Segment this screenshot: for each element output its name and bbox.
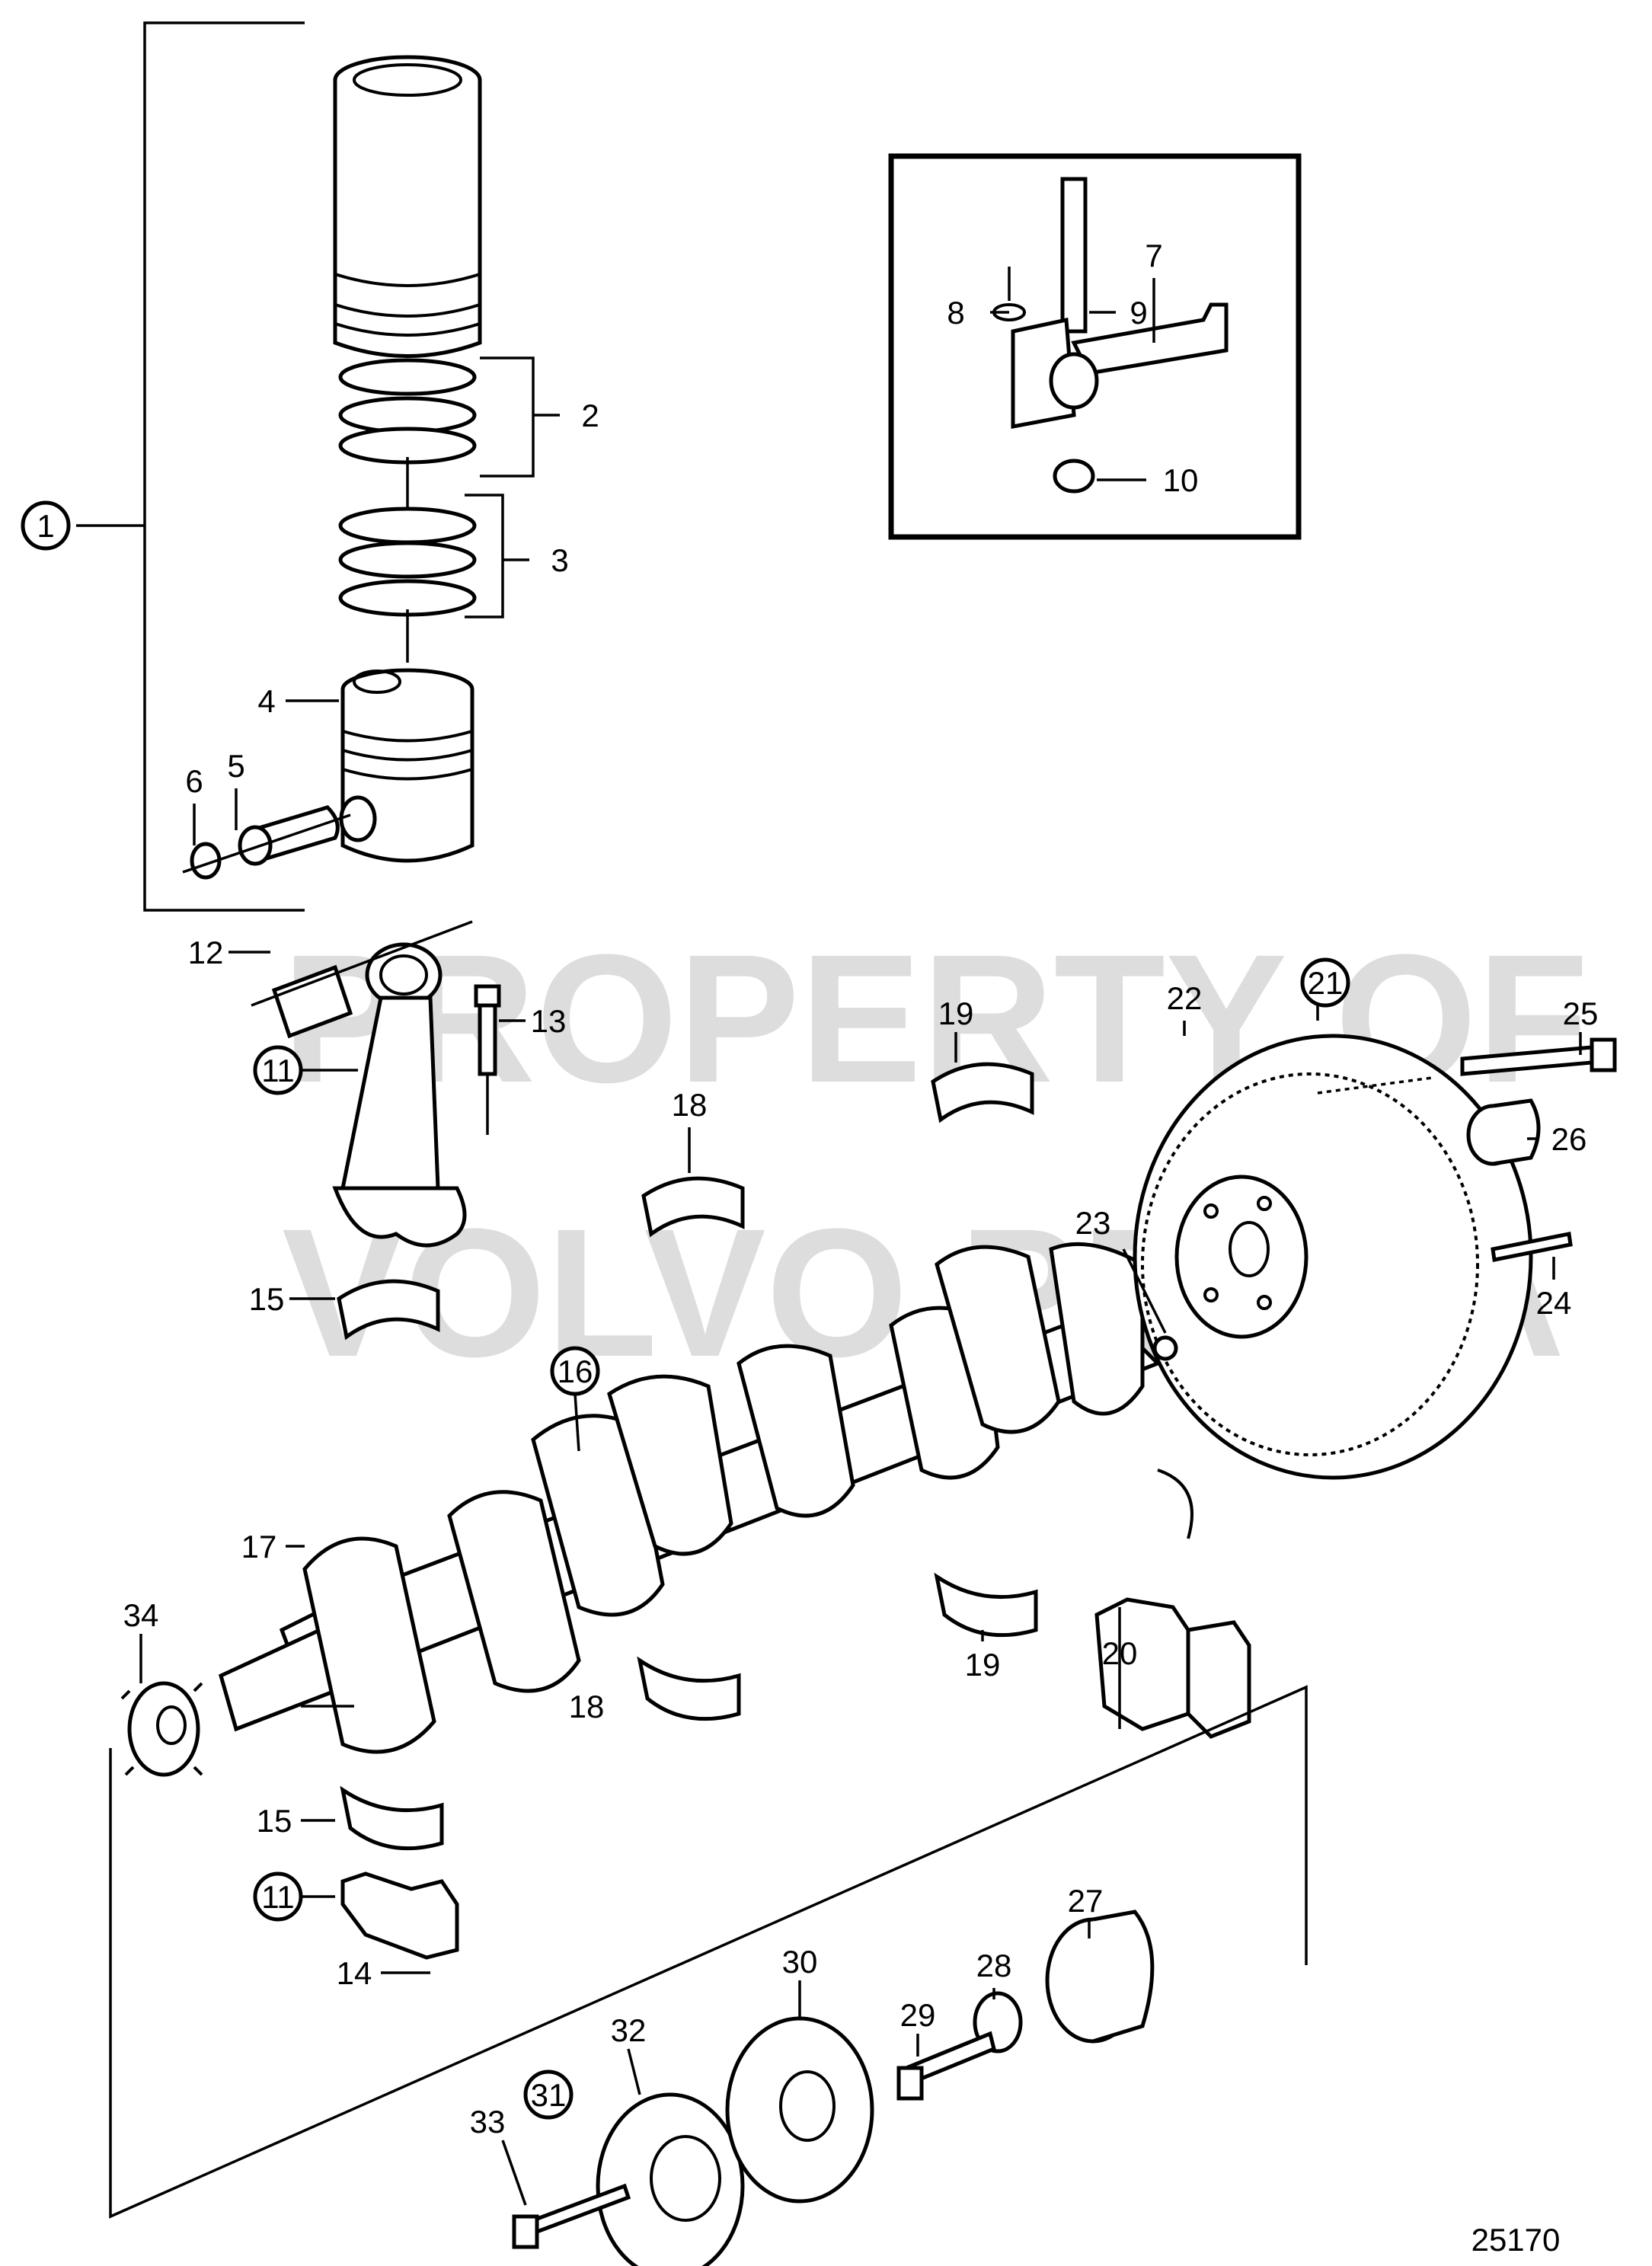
callout-5: 5 bbox=[227, 748, 244, 784]
callout-circle-16 bbox=[550, 1346, 600, 1396]
callout-22: 22 bbox=[1167, 980, 1203, 1016]
piston-pin-and-circlip bbox=[182, 805, 351, 880]
drawing-number: 25170 bbox=[1471, 2222, 1561, 2258]
callout-24: 24 bbox=[1536, 1285, 1572, 1321]
front-pulley-group bbox=[109, 1685, 1308, 2266]
inset-detail-box bbox=[888, 153, 1302, 540]
callout-18a: 18 bbox=[672, 1087, 708, 1123]
leader-lines bbox=[139, 278, 1582, 2206]
callout-9: 9 bbox=[1130, 295, 1147, 331]
piston-assembly-bracket bbox=[76, 21, 305, 912]
callout-19b: 19 bbox=[965, 1647, 1001, 1683]
callout-15b: 15 bbox=[257, 1803, 292, 1839]
callout-circle-11a bbox=[253, 1045, 303, 1095]
callout-19a: 19 bbox=[938, 996, 974, 1031]
callout-26: 26 bbox=[1551, 1121, 1587, 1157]
callout-29: 29 bbox=[900, 1997, 936, 2033]
callout-8: 8 bbox=[947, 295, 964, 331]
callout-23: 23 bbox=[1075, 1205, 1111, 1241]
crankshaft bbox=[219, 1242, 1162, 1754]
callout-circle-1 bbox=[21, 500, 71, 551]
callout-16: 16 bbox=[558, 1354, 593, 1389]
crank-gear bbox=[120, 1681, 203, 1777]
callout-labels: 1 2 3 4 5 6 7 8 9 10 11 11 12 13 14 15 1… bbox=[21, 238, 1599, 2140]
callout-circle-21 bbox=[1300, 957, 1350, 1008]
flywheel-fasteners bbox=[1317, 1037, 1617, 1262]
callout-13: 13 bbox=[531, 1003, 567, 1039]
callout-32: 32 bbox=[611, 2012, 647, 2048]
callout-20: 20 bbox=[1102, 1635, 1138, 1671]
callout-21: 21 bbox=[1308, 965, 1344, 1001]
connecting-rod bbox=[251, 920, 501, 1248]
callout-11a: 11 bbox=[261, 1053, 295, 1088]
callout-7: 7 bbox=[1145, 238, 1162, 273]
piston bbox=[339, 668, 475, 863]
callout-25: 25 bbox=[1563, 996, 1599, 1031]
callout-31: 31 bbox=[531, 2077, 567, 2113]
callout-28: 28 bbox=[976, 1948, 1012, 1983]
callout-6: 6 bbox=[185, 763, 203, 799]
callout-11b: 11 bbox=[261, 1879, 295, 1915]
callout-10: 10 bbox=[1163, 462, 1199, 498]
callout-circle-11b bbox=[253, 1871, 303, 1922]
piston-rings bbox=[338, 358, 477, 663]
callout-14: 14 bbox=[337, 1955, 372, 1991]
callout-3: 3 bbox=[551, 542, 568, 578]
callout-2: 2 bbox=[581, 398, 599, 433]
flywheel bbox=[1133, 1034, 1533, 1480]
callout-4: 4 bbox=[257, 683, 275, 719]
callout-17: 17 bbox=[241, 1529, 277, 1564]
bearing-shells-upper bbox=[337, 1062, 1034, 1341]
callout-33: 33 bbox=[470, 2104, 506, 2140]
callout-34: 34 bbox=[123, 1597, 159, 1633]
callout-1: 1 bbox=[37, 508, 54, 544]
callout-18b: 18 bbox=[569, 1689, 605, 1724]
callout-15a: 15 bbox=[249, 1281, 285, 1317]
cylinder-liner bbox=[333, 55, 482, 358]
callout-27: 27 bbox=[1068, 1883, 1104, 1919]
callout-12: 12 bbox=[188, 935, 224, 970]
callout-30: 30 bbox=[782, 1944, 818, 1980]
callout-circle-31 bbox=[523, 2069, 574, 2120]
